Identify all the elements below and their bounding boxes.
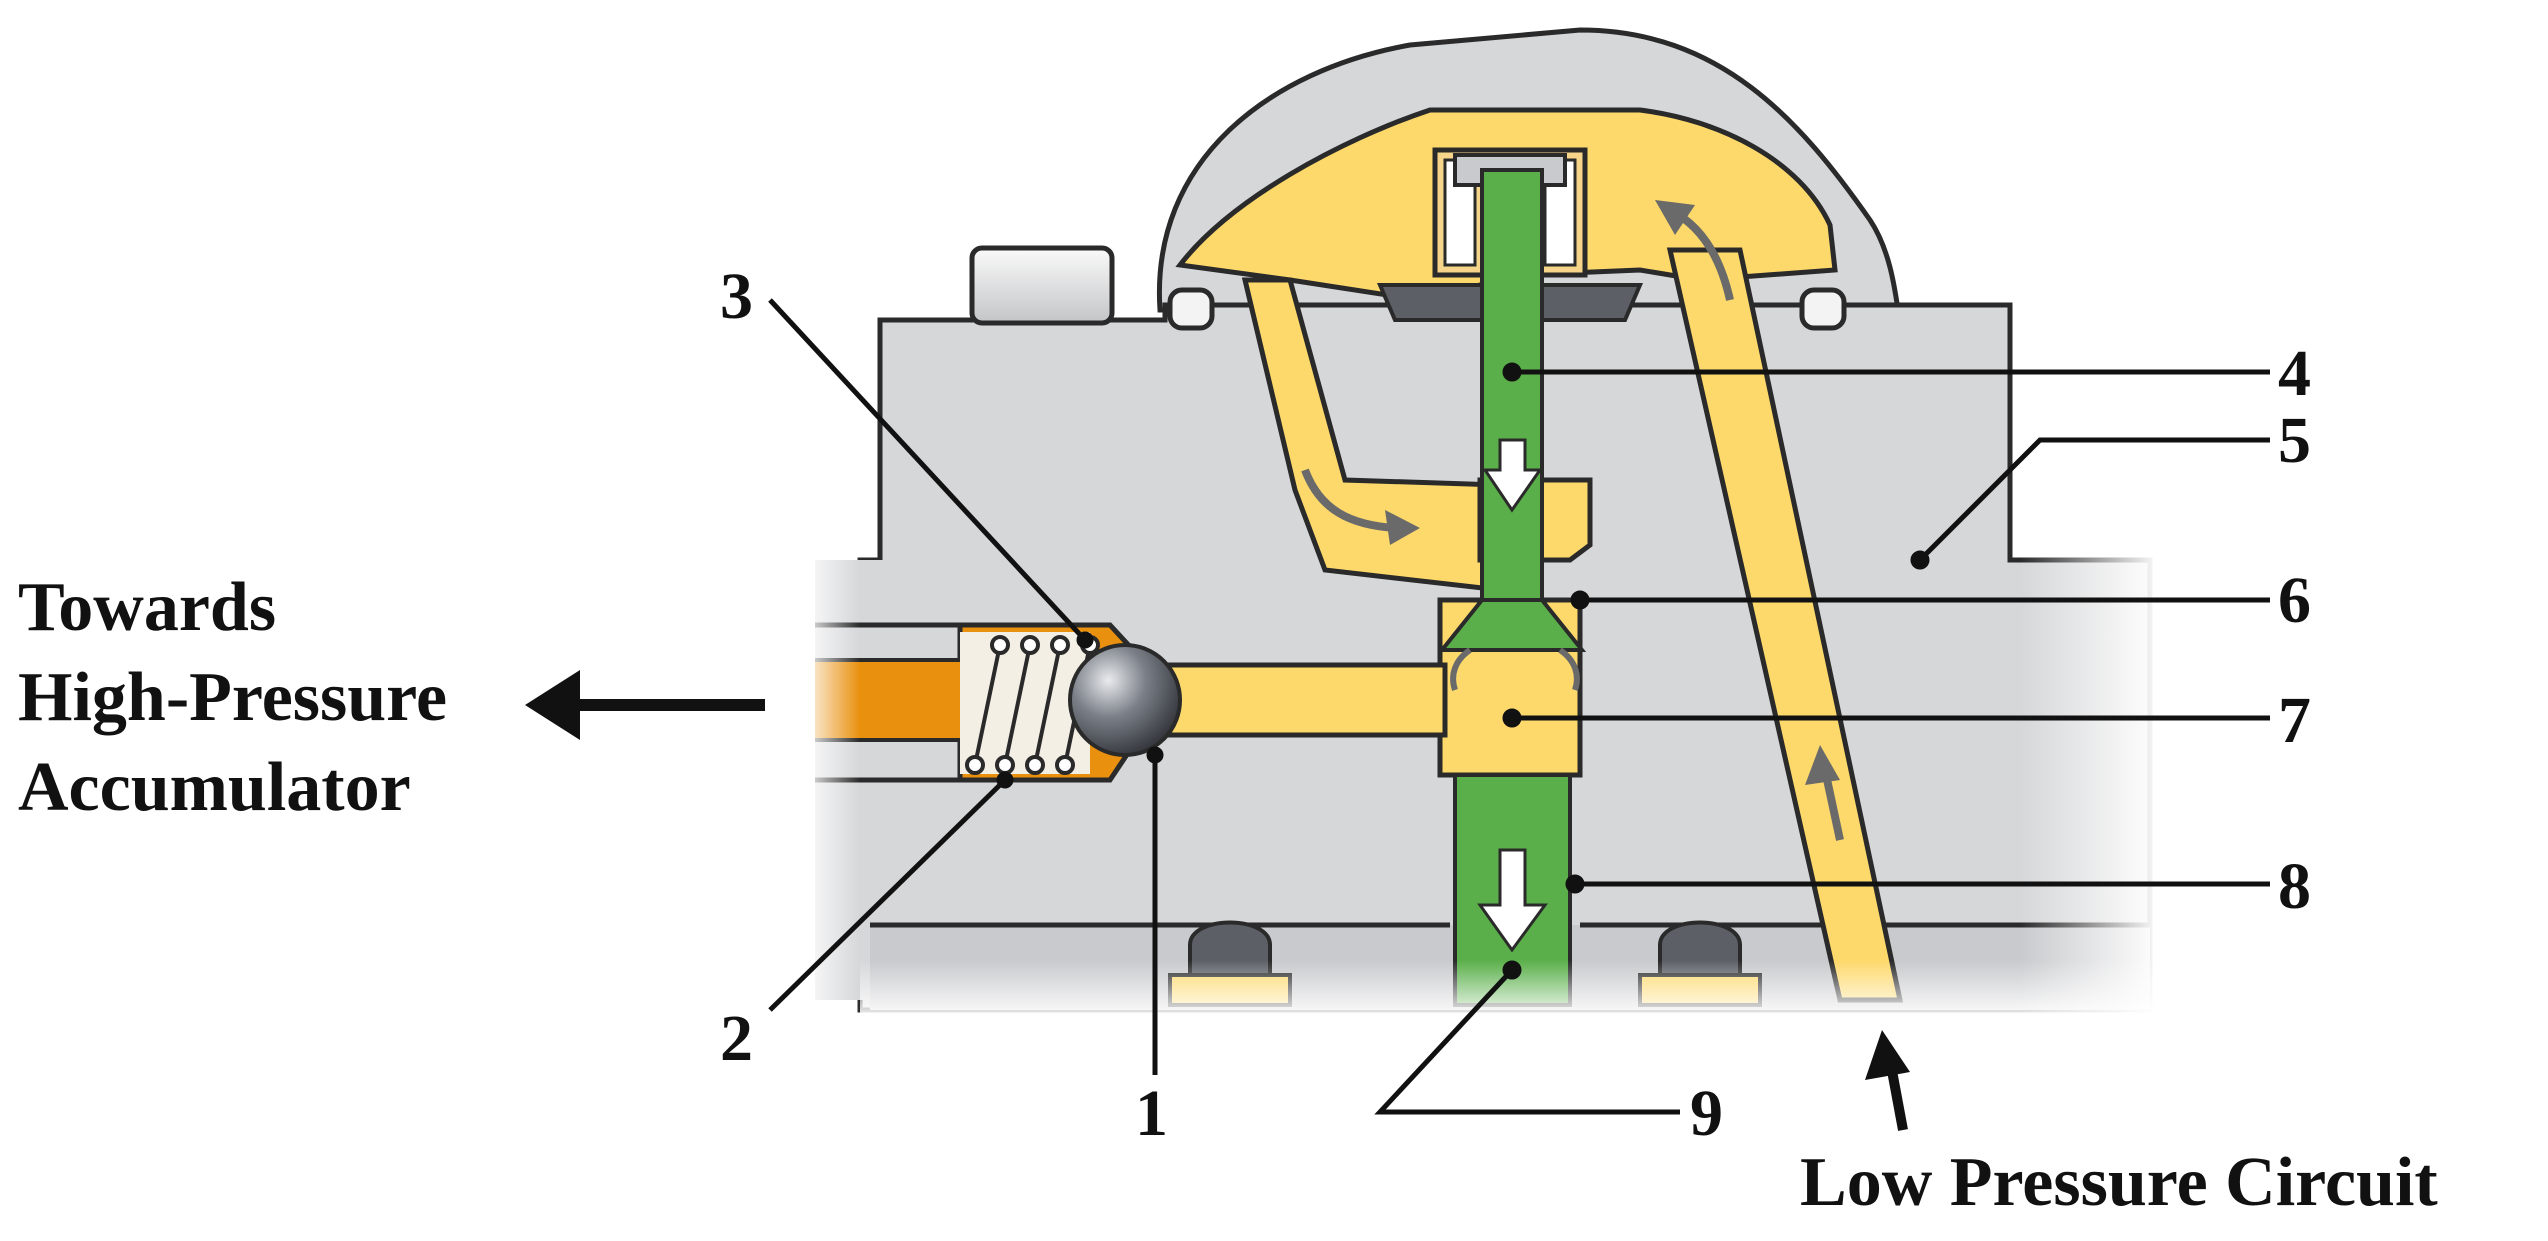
check-valve-ball: [1068, 643, 1182, 757]
label-3: 3: [720, 260, 753, 333]
bottom-caption: Low Pressure Circuit: [1800, 1144, 2438, 1221]
left-caption: Towards High-Pressure Accumulator: [18, 569, 447, 826]
part-number-labels: 1 2 3 4 5 6 7 8 9: [720, 260, 2311, 1150]
fuel-outlet-passage: [1147, 662, 1448, 738]
label-1: 1: [1135, 1077, 1168, 1150]
flow-arrow-left: [1301, 468, 1396, 532]
leader-lines: [768, 298, 2270, 1115]
label-7: 7: [2278, 684, 2311, 757]
o-ring-left: [1167, 287, 1215, 331]
o-ring-right: [1799, 287, 1847, 331]
flow-arrows: [1301, 200, 1844, 953]
down-arrow-lower: [1477, 848, 1548, 953]
label-6: 6: [2278, 564, 2311, 637]
left-caption-line3: Accumulator: [18, 749, 411, 826]
plunger-stem-upper: [1480, 168, 1544, 622]
left-arrow-icon: [525, 670, 580, 740]
label-8: 8: [2278, 850, 2311, 923]
label-9: 9: [1690, 1077, 1723, 1150]
housing-plug: [969, 245, 1115, 326]
left-caption-line2: High-Pressure: [18, 659, 447, 736]
label-2: 2: [720, 1002, 753, 1075]
label-4: 4: [2278, 337, 2311, 410]
up-arrow-icon: [1865, 1030, 1910, 1080]
plunger-head: [1437, 598, 1587, 652]
label-5: 5: [2278, 404, 2311, 477]
big-arrows: [525, 670, 1910, 1131]
left-caption-line1: Towards: [18, 569, 276, 646]
down-arrow-upper: [1482, 438, 1543, 513]
